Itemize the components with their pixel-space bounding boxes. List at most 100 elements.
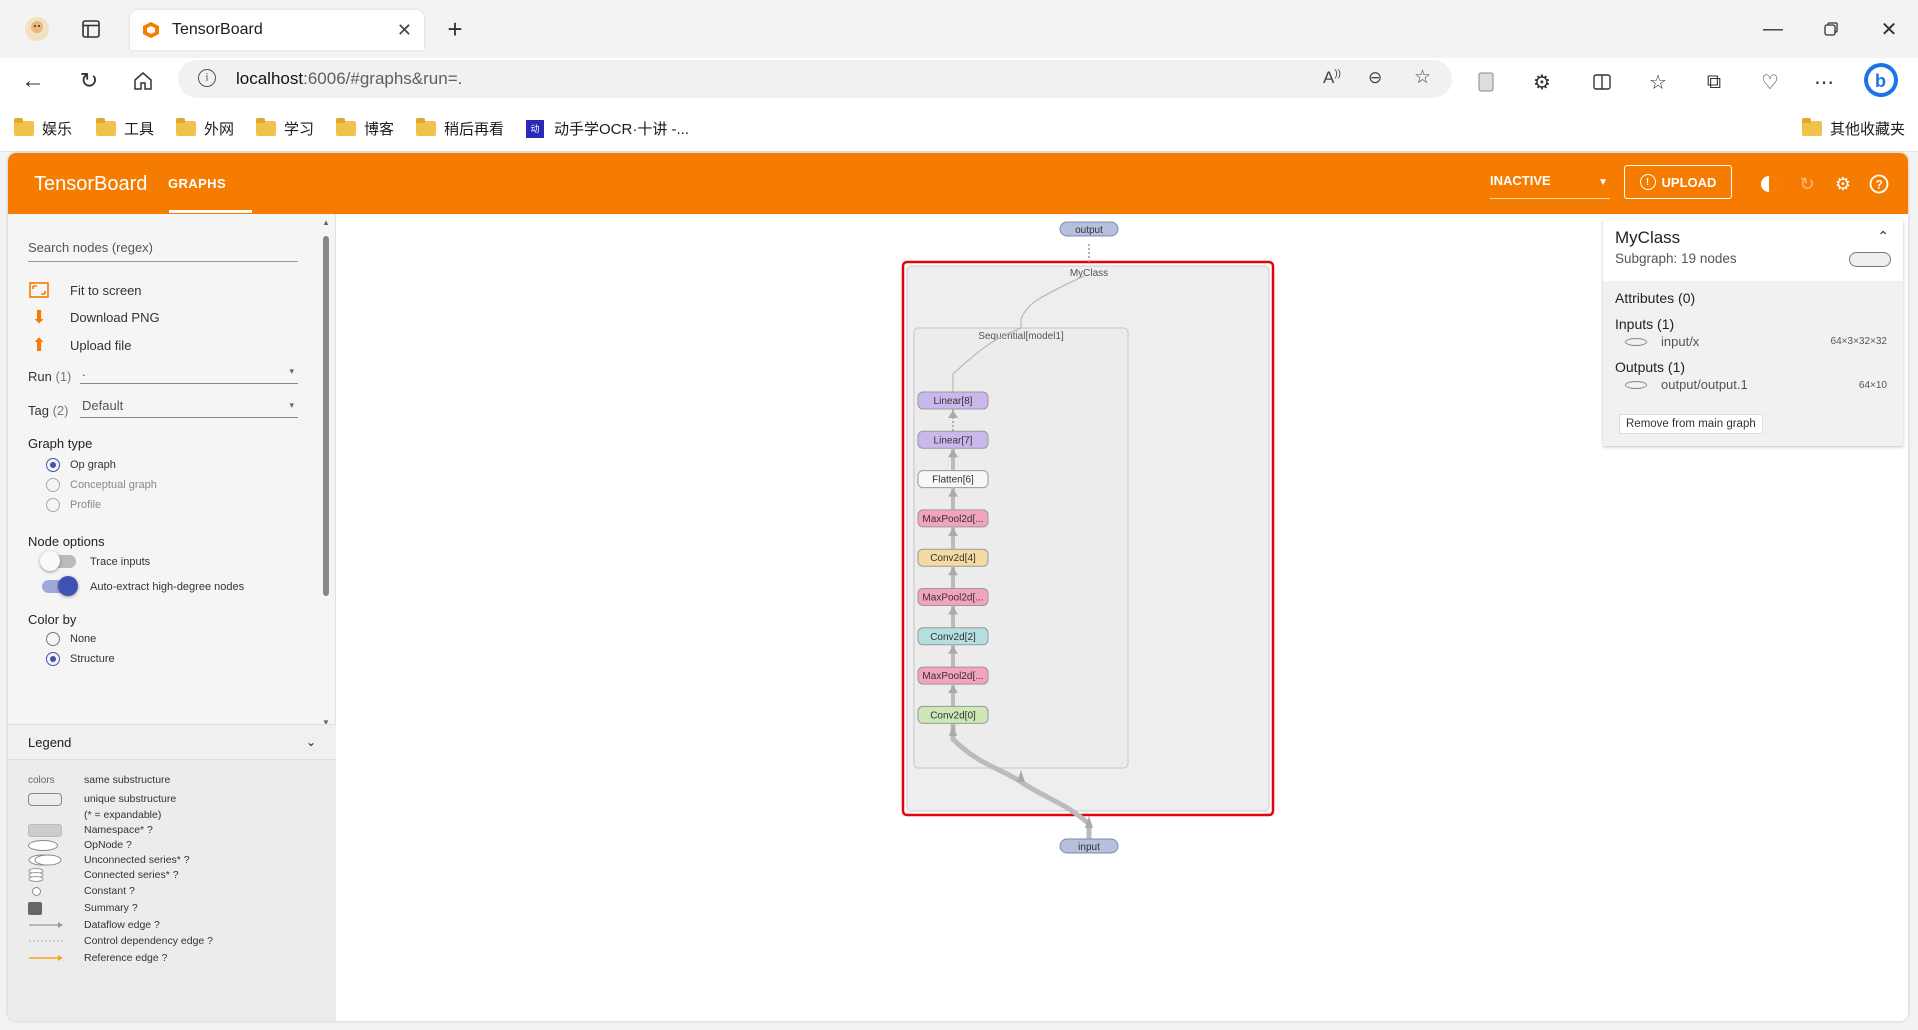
node-info-card: MyClass ⌃ Subgraph: 19 nodes Attributes … <box>1603 220 1903 446</box>
edge-arrowhead <box>949 724 957 736</box>
reload-icon[interactable]: ↻ <box>1799 173 1815 194</box>
restore-icon[interactable] <box>1816 14 1846 44</box>
tab-actions-icon[interactable] <box>78 16 104 42</box>
output-entry[interactable]: output/output.1 <box>1625 377 1748 392</box>
address-bar[interactable]: i localhost:6006/#graphs&run=. A)) ⊖ ☆ <box>178 60 1452 98</box>
tab-tensorboard[interactable]: TensorBoard ✕ <box>130 10 424 50</box>
edge-arrowhead <box>1017 770 1025 782</box>
read-aloud-icon[interactable]: A)) <box>1323 68 1342 87</box>
unconnected-series-icon <box>28 853 64 867</box>
radio-selected-icon <box>46 458 60 472</box>
op-node-label: MaxPool2d[... <box>922 671 983 682</box>
radio-conceptual-graph[interactable]: Conceptual graph <box>46 478 157 492</box>
graph-svg[interactable]: MyClass Sequential[model1] output input … <box>337 214 1908 1021</box>
scroll-up-icon[interactable]: ▲ <box>322 218 330 227</box>
auto-extract-toggle[interactable]: Auto-extract high-degree nodes <box>42 576 244 596</box>
legend-row: unique substructure <box>28 791 176 807</box>
scroll-down-icon[interactable]: ▼ <box>322 718 330 727</box>
home-icon[interactable] <box>128 66 158 96</box>
upload-icon: ⬆ <box>31 334 47 355</box>
trace-inputs-toggle[interactable]: Trace inputs <box>40 551 150 571</box>
favorite-add-icon[interactable]: ☆ <box>1414 67 1432 88</box>
bookmark-folder[interactable]: 稍后再看 <box>416 118 504 139</box>
bookmark-folder[interactable]: 娱乐 <box>14 118 72 139</box>
radio-op-graph[interactable]: Op graph <box>46 458 116 472</box>
profile-avatar-icon[interactable] <box>22 14 52 44</box>
tensorboard-favicon-icon <box>143 22 159 38</box>
new-tab-icon[interactable]: + <box>447 13 463 44</box>
legend-header[interactable]: Legend ⌄ <box>8 724 336 760</box>
favorites-icon[interactable]: ☆ <box>1649 71 1667 94</box>
legend-text: Connected series* ? <box>84 869 179 881</box>
edge-arrowhead <box>948 527 958 536</box>
browser-tab-bar: TensorBoard ✕ + — ✕ <box>0 0 1918 58</box>
run-label: Run (1) <box>28 369 72 384</box>
bookmark-link[interactable]: 动动手学OCR·十讲 -... <box>526 118 689 139</box>
active-tab-underline <box>169 210 252 213</box>
radio-color-structure[interactable]: Structure <box>46 652 115 666</box>
split-screen-icon[interactable] <box>1588 68 1616 96</box>
refresh-icon[interactable]: ↻ <box>79 68 99 93</box>
collapse-icon[interactable]: ⌃ <box>1877 228 1889 244</box>
more-menu-icon[interactable]: ⋯ <box>1814 71 1834 94</box>
bookmark-folder[interactable]: 工具 <box>96 118 154 139</box>
scroll-thumb[interactable] <box>323 236 329 596</box>
bookmark-label: 博客 <box>364 121 395 138</box>
tag-select[interactable]: Tag (2) Default▾ <box>28 398 298 418</box>
search-nodes-input[interactable]: Search nodes (regex) <box>28 240 298 262</box>
radio-selected-icon <box>46 652 60 666</box>
legend-text: Dataflow edge ? <box>84 919 160 931</box>
highlight-box <box>901 260 1275 817</box>
op-node[interactable] <box>917 430 989 449</box>
download-png-button[interactable]: ⬇ Download PNG <box>28 307 159 327</box>
sidebar-scrollbar[interactable]: ▲ ▼ <box>322 218 330 738</box>
back-icon[interactable]: ← <box>21 67 45 94</box>
close-window-icon[interactable]: ✕ <box>1880 18 1898 41</box>
op-node-label: Conv2d[0] <box>930 710 976 721</box>
radio-label: Conceptual graph <box>70 479 157 491</box>
edge-arrowhead <box>948 685 958 694</box>
legend-text: Summary ? <box>84 902 138 914</box>
other-favorites-folder[interactable]: 其他收藏夹 <box>1802 118 1905 139</box>
collections-icon[interactable]: ⧉ <box>1706 70 1722 93</box>
toggle-thumb <box>40 551 60 571</box>
radio-profile[interactable]: Profile <box>46 498 101 512</box>
close-tab-icon[interactable]: ✕ <box>396 19 412 40</box>
upload-button[interactable]: !UPLOAD <box>1624 165 1732 199</box>
help-icon[interactable]: ? <box>1868 173 1890 195</box>
chevron-down-icon: ⌄ <box>305 735 316 749</box>
inactive-plugins-dropdown[interactable]: INACTIVE▼ <box>1490 173 1610 199</box>
bookmark-label: 其他收藏夹 <box>1830 121 1906 138</box>
bookmark-folder[interactable]: 学习 <box>256 118 314 139</box>
graph-canvas[interactable]: MyClass Sequential[model1] output input … <box>337 214 1908 1021</box>
address-toolbar: ← ↻ i localhost:6006/#graphs&run=. A)) ⊖… <box>0 58 1918 110</box>
legend-text: same substructure <box>84 774 171 786</box>
input-entry[interactable]: input/x <box>1625 334 1699 349</box>
radio-color-none[interactable]: None <box>46 632 96 646</box>
site-info-icon[interactable]: i <box>198 69 216 87</box>
bookmark-folder[interactable]: 博客 <box>336 118 394 139</box>
performance-icon[interactable]: ♡ <box>1761 71 1779 94</box>
run-select[interactable]: Run (1) .▾ <box>28 364 298 384</box>
remove-from-main-graph-button[interactable]: Remove from main graph <box>1619 414 1763 434</box>
legend-row: Unconnected series* ? <box>28 852 190 868</box>
zoom-out-icon[interactable]: ⊖ <box>1368 68 1383 87</box>
tab-graphs[interactable]: GRAPHS <box>168 176 227 191</box>
input-node-label: input <box>1078 842 1100 853</box>
output-node[interactable] <box>1059 221 1119 237</box>
input-node[interactable] <box>1059 838 1119 854</box>
sequential-label: Sequential[model1] <box>978 331 1064 342</box>
settings-gear-icon[interactable]: ⚙ <box>1834 173 1852 194</box>
minimize-icon[interactable]: — <box>1763 17 1783 40</box>
op-node-label: Conv2d[2] <box>930 632 976 643</box>
extensions-icon[interactable]: ⚙ <box>1533 71 1551 94</box>
copilot-icon[interactable]: b <box>1862 61 1900 99</box>
theme-toggle-icon[interactable] <box>1758 173 1780 195</box>
fit-to-screen-button[interactable]: Fit to screen <box>28 280 142 300</box>
sidebar-app-icon[interactable] <box>1472 68 1500 96</box>
upload-file-button[interactable]: ⬆ Upload file <box>28 335 131 355</box>
bookmark-folder[interactable]: 外网 <box>176 118 234 139</box>
op-node[interactable] <box>917 705 989 724</box>
edge-arrowhead <box>948 410 958 418</box>
op-node[interactable] <box>917 666 989 685</box>
